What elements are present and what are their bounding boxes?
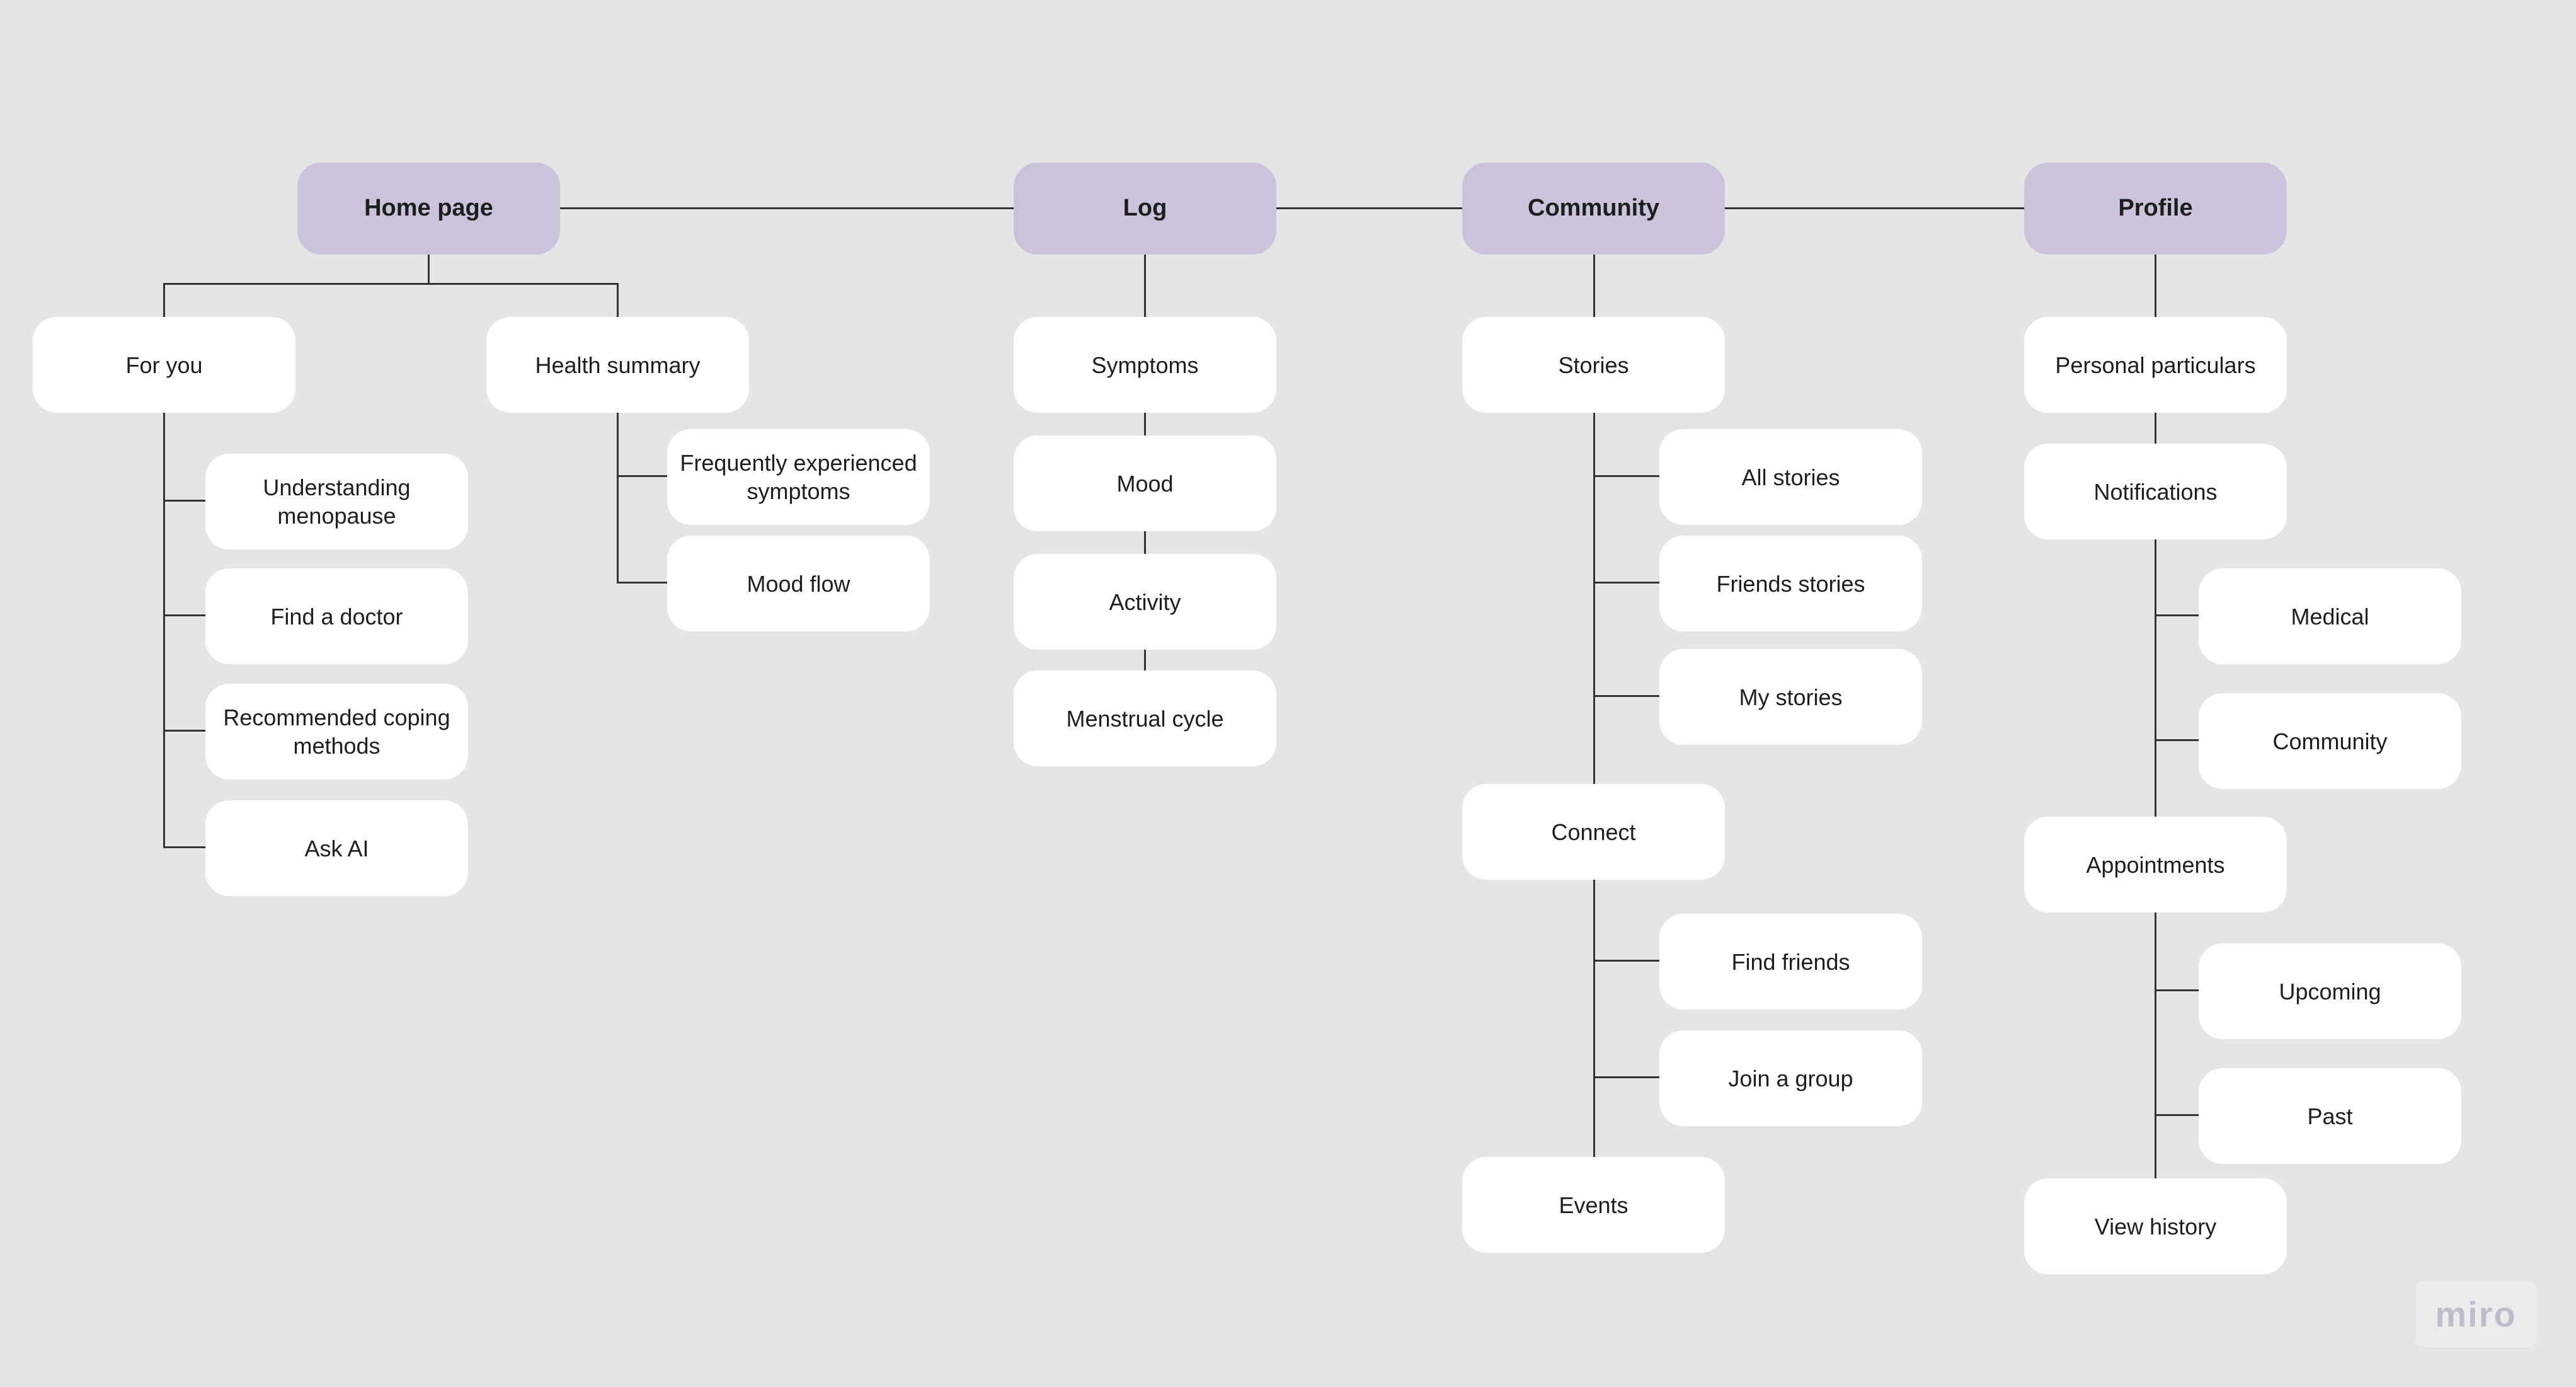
connector-stub-symptoms-freq xyxy=(617,475,667,477)
connector-stub-friends-stories xyxy=(1593,582,1659,584)
node-recommended-coping-methods[interactable]: Recommended coping methods xyxy=(205,684,468,780)
connector-stub-coping xyxy=(163,730,205,732)
connector-stub-all-stories xyxy=(1593,475,1659,477)
connector-stub-ask-ai xyxy=(163,846,205,848)
node-frequently-experienced-symptoms[interactable]: Frequently experienced symptoms xyxy=(667,429,930,525)
connector-stub-past xyxy=(2155,1114,2199,1116)
connector-profile-2 xyxy=(2155,413,2156,444)
node-for-you[interactable]: For you xyxy=(33,317,295,413)
node-symptoms[interactable]: Symptoms xyxy=(1014,317,1276,413)
connector-health-trunk xyxy=(617,413,619,584)
node-menstrual-cycle[interactable]: Menstrual cycle xyxy=(1014,670,1276,766)
node-all-stories[interactable]: All stories xyxy=(1659,429,1922,525)
connector-log-2 xyxy=(1144,413,1146,435)
node-appointments[interactable]: Appointments xyxy=(2024,817,2287,912)
node-community[interactable]: Community xyxy=(1462,163,1725,255)
connector-stub-find-doctor xyxy=(163,614,205,616)
node-activity[interactable]: Activity xyxy=(1014,554,1276,650)
node-stories[interactable]: Stories xyxy=(1462,317,1725,413)
connector-home-down xyxy=(428,255,430,285)
connector-stub-community-notif xyxy=(2155,739,2199,741)
node-find-friends[interactable]: Find friends xyxy=(1659,914,1922,1010)
node-friends-stories[interactable]: Friends stories xyxy=(1659,536,1922,631)
node-view-history[interactable]: View history xyxy=(2024,1178,2287,1274)
connector-stub-mood-flow xyxy=(617,582,667,584)
node-understanding-menopause[interactable]: Understanding menopause xyxy=(205,454,468,550)
node-profile[interactable]: Profile xyxy=(2024,163,2287,255)
connector-stub-my-stories xyxy=(1593,695,1659,697)
node-mood-flow[interactable]: Mood flow xyxy=(667,536,930,631)
connector-community-down xyxy=(1593,255,1595,317)
node-health-summary[interactable]: Health summary xyxy=(486,317,749,413)
connector-healthsummary-drop xyxy=(617,283,619,317)
node-notifications[interactable]: Notifications xyxy=(2024,444,2287,539)
connector-stub-understanding xyxy=(163,500,205,502)
node-log[interactable]: Log xyxy=(1014,163,1276,255)
miro-logo[interactable]: miro xyxy=(2416,1281,2536,1347)
node-personal-particulars[interactable]: Personal particulars xyxy=(2024,317,2287,413)
connector-top-spine xyxy=(560,207,2024,209)
connector-foryou-trunk xyxy=(163,413,165,848)
node-upcoming[interactable]: Upcoming xyxy=(2199,943,2461,1039)
connector-log-3 xyxy=(1144,531,1146,554)
node-connect[interactable]: Connect xyxy=(1462,784,1725,880)
node-past[interactable]: Past xyxy=(2199,1068,2461,1164)
node-home-page[interactable]: Home page xyxy=(297,163,560,255)
connector-stub-medical xyxy=(2155,614,2199,616)
connector-log-4 xyxy=(1144,650,1146,670)
node-my-stories[interactable]: My stories xyxy=(1659,649,1922,745)
node-community-notifications[interactable]: Community xyxy=(2199,693,2461,789)
connector-foryou-drop xyxy=(163,283,165,317)
connector-stub-join-group xyxy=(1593,1076,1659,1078)
node-mood[interactable]: Mood xyxy=(1014,435,1276,531)
connector-stub-find-friends xyxy=(1593,960,1659,962)
node-medical[interactable]: Medical xyxy=(2199,568,2461,664)
node-join-a-group[interactable]: Join a group xyxy=(1659,1030,1922,1126)
connector-home-t xyxy=(163,283,619,285)
node-find-a-doctor[interactable]: Find a doctor xyxy=(205,568,468,664)
node-events[interactable]: Events xyxy=(1462,1157,1725,1253)
connector-stub-upcoming xyxy=(2155,989,2199,991)
connector-log-1 xyxy=(1144,255,1146,317)
connector-profile-down xyxy=(2155,255,2156,317)
node-ask-ai[interactable]: Ask AI xyxy=(205,800,468,896)
